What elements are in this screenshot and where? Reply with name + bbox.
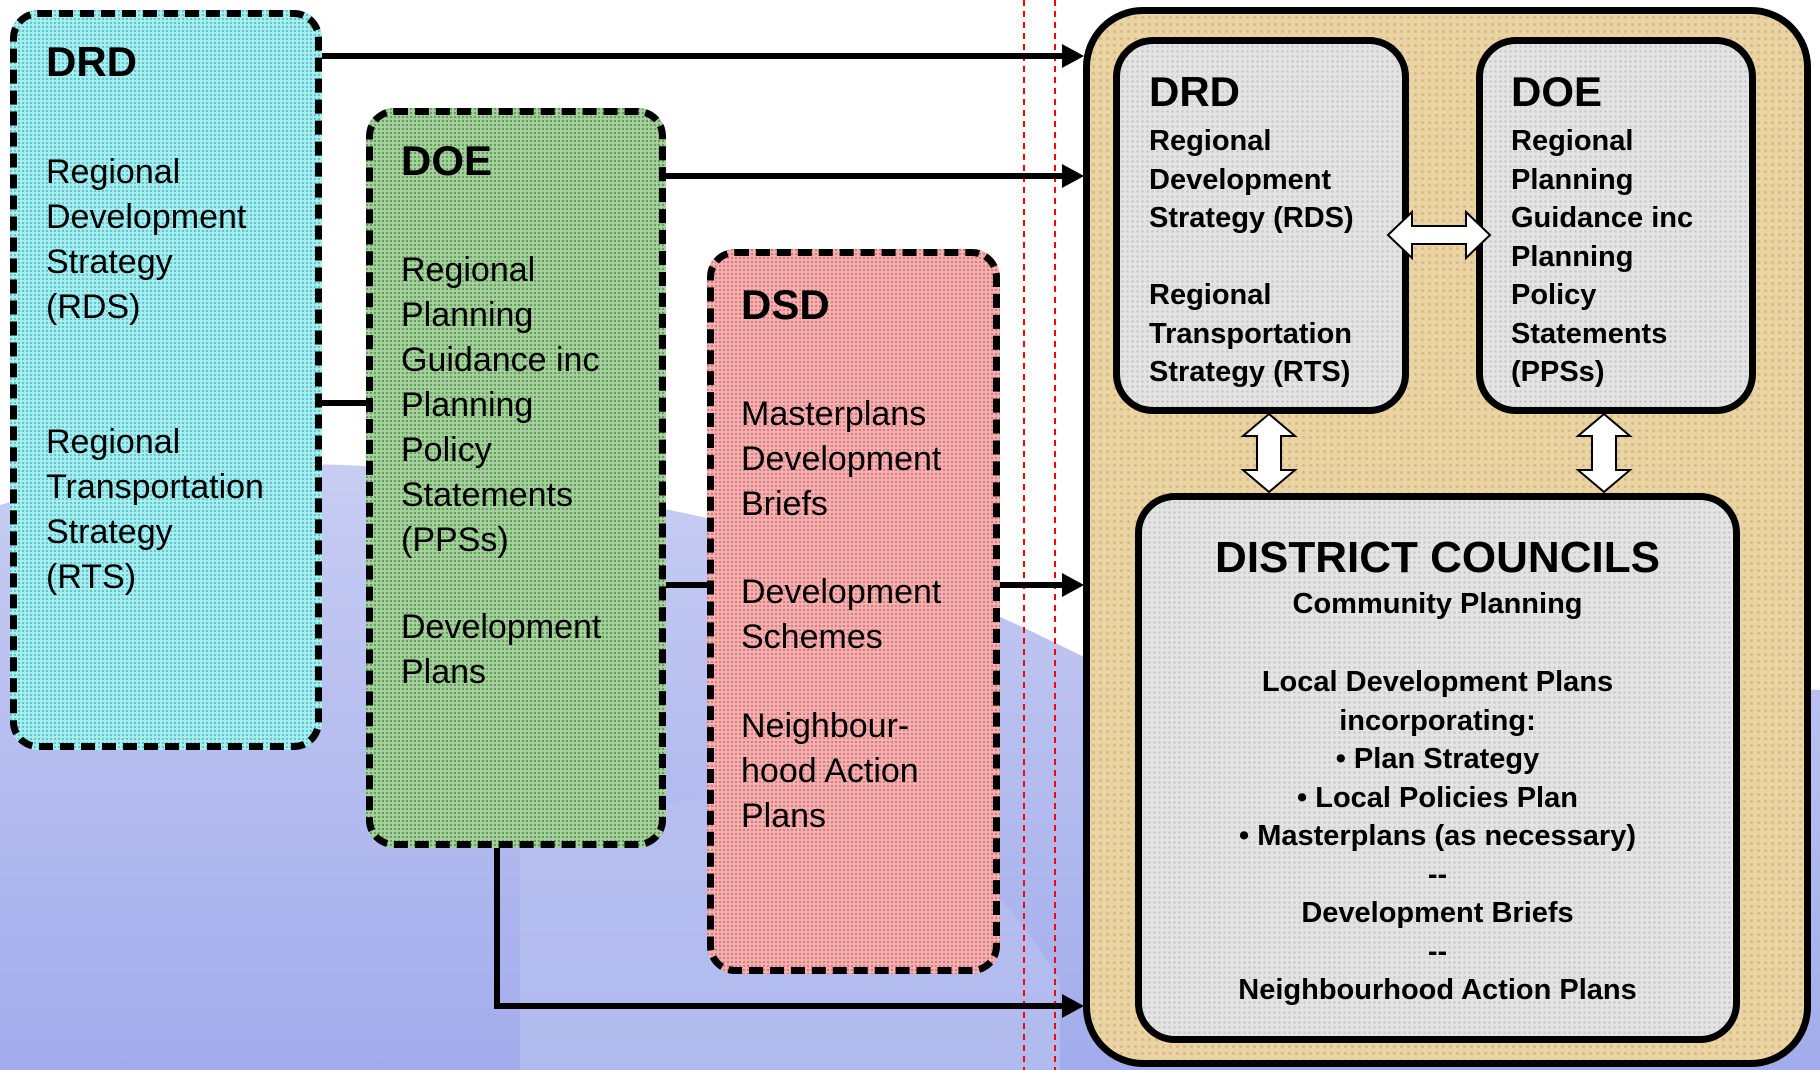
right-drd-item-rts: Regional Transportation Strategy (RTS) (1149, 279, 1353, 388)
right-drd-item-rds: Regional Development Strategy (RDS) (1149, 125, 1354, 234)
dsd-title: DSD (741, 281, 830, 328)
doe-box (366, 108, 666, 848)
doe-title: DOE (401, 137, 493, 184)
district-councils-box (1135, 493, 1740, 1043)
district-councils-body: Local Development Plans incorporating: •… (1238, 666, 1637, 1006)
right-drd-title: DRD (1149, 68, 1240, 115)
right-doe-text: Regional Planning Guidance inc Planning … (1511, 125, 1694, 388)
district-councils-title: DISTRICT COUNCILS (1215, 533, 1660, 582)
drd-item-rts: Regional Transportation Strategy (RTS) (46, 423, 264, 596)
district-councils-subtitle: Community Planning (1292, 588, 1583, 620)
right-doe-title: DOE (1511, 68, 1603, 115)
dsd-item-masterplans: Masterplans Development Briefs (741, 395, 942, 523)
dsd-item-schemes: Development Schemes (741, 573, 942, 656)
drd-title: DRD (46, 38, 137, 85)
doe-item-rpg: Regional Planning Guidance inc Planning … (401, 251, 600, 559)
right-drd-box (1113, 37, 1409, 414)
drd-item-rds: Regional Development Strategy (RDS) (46, 153, 247, 326)
doe-item-dev-plans: Development Plans (401, 608, 602, 691)
drd-box (10, 10, 322, 750)
dsd-item-nap: Neighbour- hood Action Plans (741, 707, 919, 835)
